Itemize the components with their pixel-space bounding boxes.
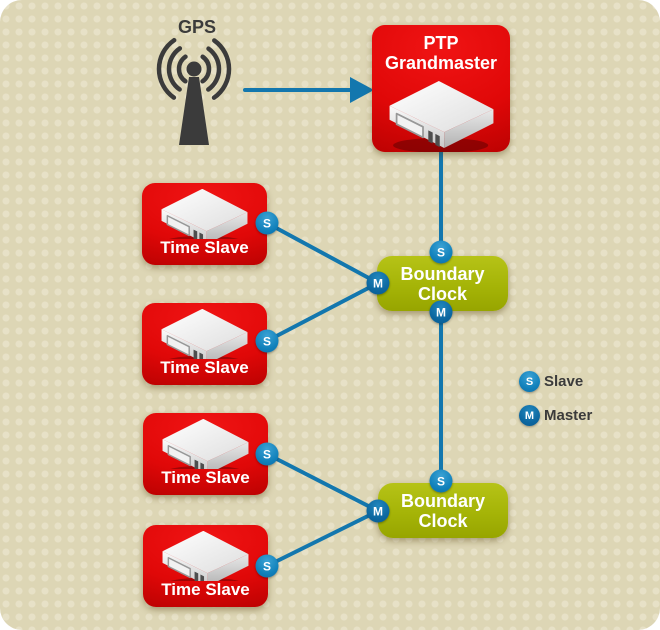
slave-badge: S (429, 240, 453, 264)
slave-badge: S (255, 211, 279, 235)
slave-badge: S (255, 554, 279, 578)
wire-ts2-to-bc1 (265, 281, 380, 343)
server-icon (160, 189, 249, 239)
wire-ts4-to-bc2 (265, 509, 380, 568)
time-slave-1-title: Time Slave (160, 238, 249, 257)
slave-badge: S (255, 442, 279, 466)
boundary-clock-1-title: Boundary (400, 263, 485, 284)
server-icon (388, 80, 494, 152)
arrowhead-icon (350, 77, 374, 103)
master-badge: M (519, 405, 540, 426)
node-time-slave-2: Time Slave (142, 303, 267, 385)
gps-label: GPS (177, 17, 216, 37)
master-badge: M (429, 300, 453, 324)
legend-master-row: M Master (519, 405, 592, 426)
node-boundary-clock-2: Boundary Clock (378, 483, 508, 538)
wire-ts3-to-bc2 (265, 452, 380, 513)
legend-master-label: Master (544, 407, 593, 424)
legend: S Slave M Master (519, 371, 592, 426)
server-icon (161, 419, 250, 469)
slave-badge: S (255, 329, 279, 353)
time-slave-4-title: Time Slave (161, 580, 250, 599)
node-time-slave-1: Time Slave (142, 183, 267, 265)
grandmaster-title: PTP Grandmaster (384, 33, 498, 73)
time-slave-2-title: Time Slave (160, 358, 249, 377)
legend-slave-row: S Slave (519, 371, 592, 392)
slave-badge: S (519, 371, 540, 392)
gps-antenna-icon (156, 31, 232, 145)
master-badge: M (366, 271, 390, 295)
server-icon (161, 531, 250, 581)
boundary-clock-2-title: Boundary (400, 490, 485, 511)
node-time-slave-3: Time Slave (143, 413, 268, 495)
server-icon (160, 309, 249, 359)
wire-ts1-to-bc1 (265, 221, 380, 285)
master-badge: M (366, 499, 390, 523)
legend-slave-label: Slave (544, 373, 584, 390)
time-slave-3-title: Time Slave (161, 468, 250, 487)
node-time-slave-4: Time Slave (143, 525, 268, 607)
node-ptp-grandmaster: PTP Grandmaster (372, 25, 510, 152)
slave-badge: S (429, 469, 453, 493)
